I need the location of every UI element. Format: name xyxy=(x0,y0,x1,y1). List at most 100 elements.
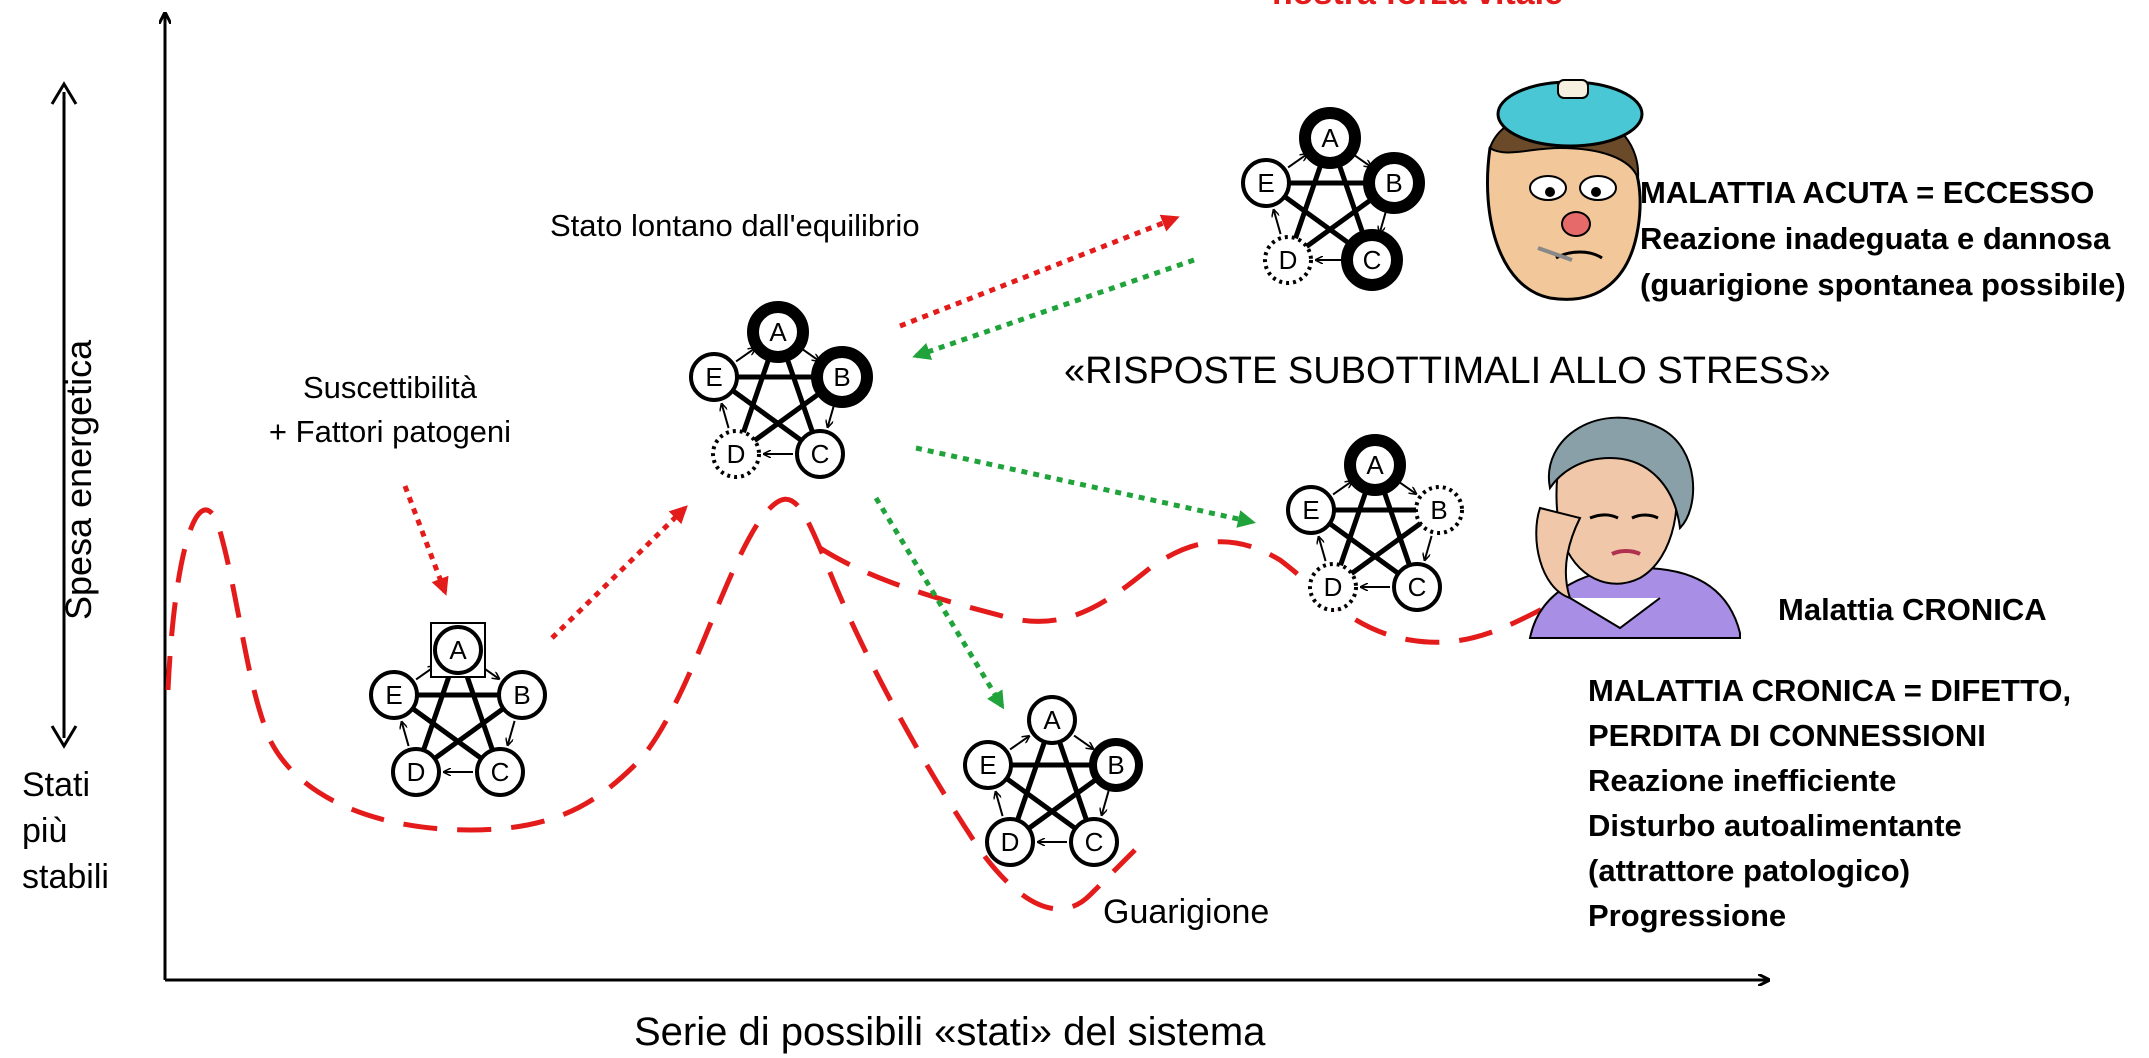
network-link-arrow xyxy=(402,723,410,747)
network-node-label: E xyxy=(1257,168,1274,198)
network-node-label: D xyxy=(1279,245,1298,275)
network-node-label: B xyxy=(1430,495,1447,525)
chronic-line-2: PERDITA DI CONNESSIONI xyxy=(1588,718,1986,753)
chronic-line-3: Reazione inefficiente xyxy=(1588,763,1897,798)
network-node-b: B xyxy=(497,670,547,720)
woman-with-headache-icon xyxy=(1528,416,1741,639)
network-node-label: E xyxy=(705,362,722,392)
network-node-label: D xyxy=(1001,827,1020,857)
network-node-label: C xyxy=(1085,827,1104,857)
network-node-a: A xyxy=(747,301,809,363)
acute-disease-description: MALATTIA ACUTA = ECCESSO Reazione inadeg… xyxy=(1640,170,2126,308)
far-from-equilibrium-label: Stato lontano dall'equilibrio xyxy=(550,208,920,243)
arrow-far-to-chronic xyxy=(915,445,1256,528)
network-node-a: A xyxy=(430,622,486,678)
network-node-label: E xyxy=(385,680,402,710)
network-link-arrow xyxy=(508,720,516,744)
network-node-c: C xyxy=(1392,562,1442,612)
network-far-from-equilibrium: A B C D E xyxy=(689,301,873,479)
network-node-d: D xyxy=(391,747,441,797)
network-chronic: A B C D E xyxy=(1286,434,1464,612)
arrow-baseline-to-far xyxy=(550,505,688,640)
chronic-line-6: Progressione xyxy=(1588,898,1787,933)
network-link-arrow xyxy=(1073,734,1092,749)
network-link-arrow xyxy=(1380,208,1388,232)
susceptibility-line-1: Suscettibilità xyxy=(302,370,478,405)
network-node-e: E xyxy=(369,670,419,720)
susceptibility-line-2: + Fattori patogeni xyxy=(268,414,512,449)
chronic-line-1: MALATTIA CRONICA = DIFETTO, xyxy=(1588,673,2072,708)
partial-title: nostra forza vitale xyxy=(1272,0,1563,13)
network-node-d: D xyxy=(1263,235,1313,285)
network-link-arrow xyxy=(1274,211,1282,235)
network-node-b: B xyxy=(811,346,873,408)
network-node-label: D xyxy=(727,439,746,469)
network-node-a: A xyxy=(1027,695,1077,745)
network-node-label: B xyxy=(1107,750,1124,780)
suboptimal-responses-label: «RISPOSTE SUBOTTIMALI ALLO STRESS» xyxy=(1064,350,1831,392)
acute-line-2: Reazione inadeguata e dannosa xyxy=(1640,221,2111,256)
network-link-arrow xyxy=(1332,482,1351,496)
network-node-label: B xyxy=(833,362,850,392)
network-node-label: C xyxy=(491,757,510,787)
network-healing: A B C D E xyxy=(963,695,1143,867)
arrow-far-to-healing xyxy=(873,496,1005,710)
arrow-far-to-acute xyxy=(899,214,1180,329)
sick-man-with-ice-bag-icon xyxy=(1486,79,1644,301)
healing-label: Guarigione xyxy=(1103,893,1270,931)
susceptibility-label: Suscettibilità + Fattori patogeni xyxy=(240,366,540,454)
energy-landscape-curve xyxy=(165,496,1562,912)
arrow-acute-to-far xyxy=(912,257,1195,360)
network-link-arrow xyxy=(828,402,836,426)
network-node-c: C xyxy=(1069,817,1119,867)
network-node-label: D xyxy=(407,757,426,787)
stable-line-3: stabili xyxy=(22,858,109,896)
network-link-arrow xyxy=(722,405,730,429)
network-node-c: C xyxy=(475,747,525,797)
network-node-d: D xyxy=(1308,562,1358,612)
network-node-label: A xyxy=(1366,450,1384,480)
network-node-a: A xyxy=(1299,107,1361,169)
network-node-label: D xyxy=(1324,572,1343,602)
acute-line-1: MALATTIA ACUTA = ECCESSO xyxy=(1640,175,2095,210)
stable-line-2: più xyxy=(22,812,68,850)
chronic-branch-curve xyxy=(818,539,1562,645)
network-link-arrow xyxy=(735,349,754,363)
chronic-line-5: (attrattore patologico) xyxy=(1588,853,1911,888)
transition-arrows xyxy=(402,214,1256,710)
network-acute: AB C D E xyxy=(1241,107,1425,291)
network-node-label: B xyxy=(513,680,530,710)
chronic-disease-label: Malattia CRONICA xyxy=(1778,592,2047,627)
network-node-label: A xyxy=(449,635,467,665)
network-baseline: A B C D E xyxy=(369,622,547,797)
stable-states-label: Stati più stabili xyxy=(22,762,132,900)
network-node-d: D xyxy=(711,429,761,479)
network-node-b: B xyxy=(1089,738,1143,792)
stable-line-1: Stati xyxy=(22,766,91,804)
network-node-label: C xyxy=(1408,572,1427,602)
network-link-arrow xyxy=(1287,155,1306,169)
network-node-label: A xyxy=(1043,705,1061,735)
network-node-label: E xyxy=(1302,495,1319,525)
network-node-label: C xyxy=(811,439,830,469)
network-node-label: C xyxy=(1363,245,1382,275)
network-link-arrow xyxy=(1102,790,1110,814)
network-node-e: E xyxy=(963,740,1013,790)
x-axis-label: Serie di possibili «stati» del sistema xyxy=(634,1010,1266,1054)
chronic-disease-description: MALATTIA CRONICA = DIFETTO, PERDITA DI C… xyxy=(1588,668,2071,938)
network-node-label: A xyxy=(769,317,787,347)
network-node-c: C xyxy=(1341,229,1403,291)
network-node-b: B xyxy=(1363,152,1425,214)
network-link-arrow xyxy=(996,793,1004,817)
main-curve xyxy=(165,496,1137,912)
acute-line-3: (guarigione spontanea possibile) xyxy=(1640,267,2126,302)
network-node-c: C xyxy=(795,429,845,479)
network-node-label: A xyxy=(1321,123,1339,153)
network-node-e: E xyxy=(689,352,739,402)
y-axis-label: Spesa energetica xyxy=(58,339,99,620)
network-node-label: E xyxy=(979,750,996,780)
network-link-arrow xyxy=(1009,737,1028,751)
network-link-arrow xyxy=(1425,535,1433,559)
